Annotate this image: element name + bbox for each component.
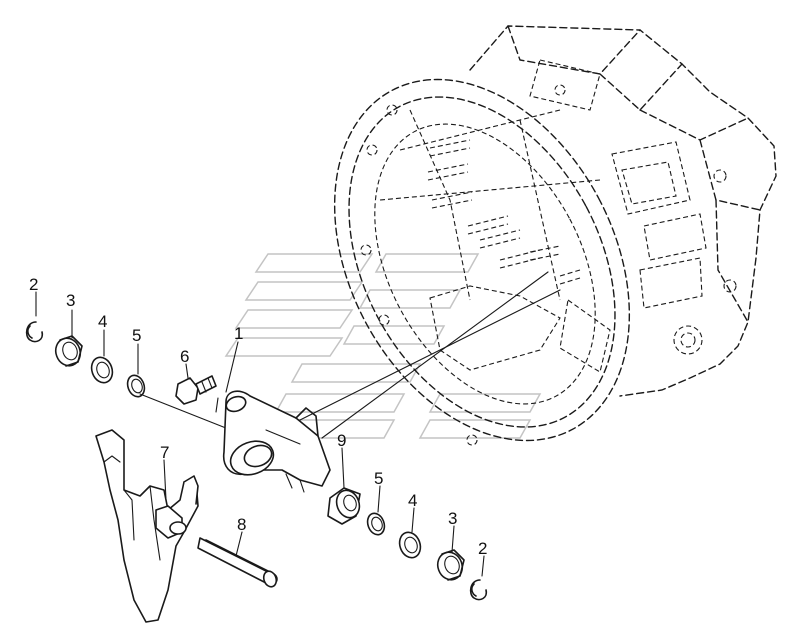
washer-part-4-right: [398, 531, 422, 559]
callout-3-right: 3: [448, 509, 457, 528]
bushing-part-9: [327, 487, 361, 525]
callout-2-left: 2: [29, 275, 38, 294]
ring-part-5-left: [126, 374, 146, 398]
callout-3-left: 3: [66, 291, 75, 310]
release-fork-part-7: [95, 429, 199, 623]
callout-2-right: 2: [478, 539, 487, 558]
callout-5-left: 5: [132, 326, 141, 345]
pin-part-8: [197, 537, 278, 588]
callout-labels: 2 3 4 5 6 1 7 8 9 5 4 3 2: [29, 275, 487, 558]
seal-part-3-right: [436, 549, 465, 581]
callout-7: 7: [160, 443, 169, 462]
right-retainer-stack: [366, 512, 488, 601]
left-retainer-stack: [25, 321, 146, 398]
callout-5-right: 5: [374, 469, 383, 488]
callout-4-right: 4: [408, 491, 417, 510]
seal-part-3-left: [54, 335, 83, 367]
housing-studs: [427, 139, 581, 285]
callout-4-left: 4: [98, 312, 107, 331]
assembly-axis-lines: [139, 271, 561, 439]
callout-8: 8: [237, 515, 246, 534]
bolt-part-6: [175, 375, 217, 405]
callout-1: 1: [234, 324, 243, 343]
callout-6: 6: [180, 347, 189, 366]
callout-9: 9: [337, 431, 346, 450]
ring-part-5-right: [366, 512, 386, 536]
washer-part-4-left: [90, 356, 114, 384]
snap-ring-part-2-left: [25, 321, 44, 343]
release-bracket-part-1: [215, 390, 331, 493]
leader-lines: [35, 291, 485, 577]
clutch-housing: [333, 25, 777, 446]
snap-ring-part-2-right: [469, 579, 488, 601]
